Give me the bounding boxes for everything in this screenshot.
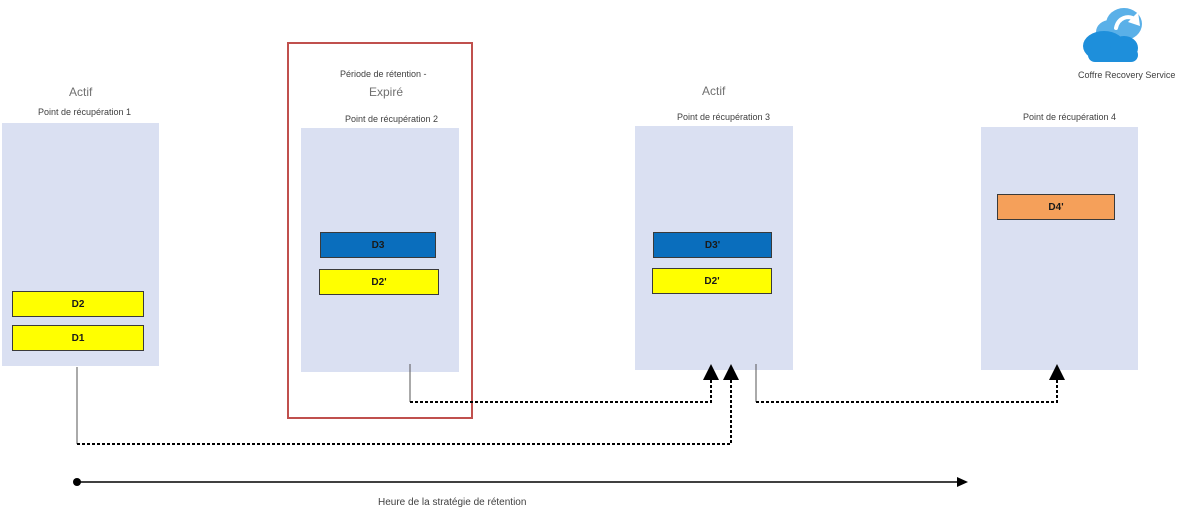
block-d1: D1 xyxy=(12,325,144,351)
connector-rp3-to-rp4 xyxy=(755,364,1065,403)
vault-label: Coffre Recovery Service xyxy=(1078,70,1176,80)
block-d2-prime-rp2: D2' xyxy=(319,269,439,295)
rp2-title: Point de récupération 2 xyxy=(345,114,439,124)
connector-rp1-to-rp3 xyxy=(76,364,739,445)
block-d2: D2 xyxy=(12,291,144,317)
block-d2-prime-rp3: D2' xyxy=(652,268,772,294)
rp2-expired-label: Expiré xyxy=(369,85,404,99)
rp2-retention-label: Période de rétention - xyxy=(340,69,427,79)
block-d3: D3 xyxy=(320,232,436,258)
rp1-status: Actif xyxy=(69,85,93,99)
rp3-status: Actif xyxy=(702,84,726,98)
recovery-point-4-panel xyxy=(981,127,1138,370)
block-d4-prime: D4' xyxy=(997,194,1115,220)
connector-rp2-to-rp3 xyxy=(409,364,719,403)
block-d3-prime: D3' xyxy=(653,232,772,258)
recovery-services-vault-icon xyxy=(1083,8,1142,62)
timeline-label: Heure de la stratégie de rétention xyxy=(378,497,527,508)
rp1-title: Point de récupération 1 xyxy=(38,107,132,117)
rp3-title: Point de récupération 3 xyxy=(677,112,771,122)
rp4-title: Point de récupération 4 xyxy=(1023,112,1117,122)
retention-timeline-arrow xyxy=(73,477,968,487)
expired-frame xyxy=(287,42,473,419)
